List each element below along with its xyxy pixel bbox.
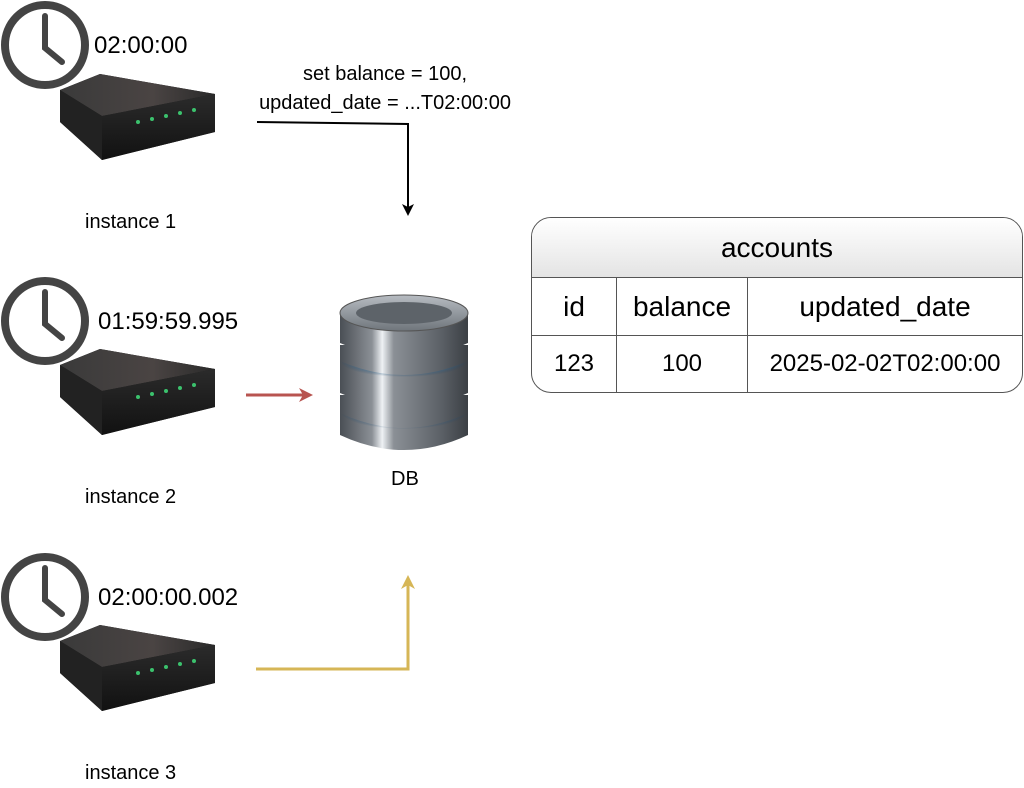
table-row: 123 100 2025-02-02T02:00:00 <box>532 336 1022 392</box>
instance-1-label: instance 1 <box>85 211 177 233</box>
edge-label-line-2: updated_date = ...T02:00:00 <box>259 92 511 114</box>
update-arrow-instance-3 <box>256 575 415 671</box>
table-header-row: id balance updated_date <box>532 278 1022 336</box>
clock-icon <box>1 277 89 365</box>
cell-updated-date: 2025-02-02T02:00:00 <box>769 350 1001 377</box>
table-title: accounts <box>532 218 1022 278</box>
edge-label-line-1: set balance = 100, <box>302 63 467 85</box>
instance-3-label: instance 3 <box>85 762 177 784</box>
instance-2-time: 01:59:59.995 <box>98 308 239 335</box>
router-icon <box>60 74 215 160</box>
clock-icon <box>1 1 89 89</box>
edge-label: set balance = 100, updated_date = ...T02… <box>230 60 540 118</box>
router-icon <box>60 349 215 435</box>
column-header-balance: balance <box>617 278 748 335</box>
instance-1-time: 02:00:00 <box>94 32 188 59</box>
column-header-id: id <box>532 278 617 335</box>
database-icon <box>339 294 469 450</box>
instance-3-time: 02:00:00.002 <box>98 584 239 611</box>
column-header-updated-date: updated_date <box>799 290 971 322</box>
cell-id: 123 <box>532 336 617 392</box>
clock-icon <box>1 553 89 641</box>
db-label: DB <box>391 468 419 490</box>
update-arrow-instance-1 <box>256 121 414 216</box>
cell-balance: 100 <box>617 336 748 392</box>
accounts-table: accounts id balance updated_date 123 100… <box>531 217 1023 393</box>
router-icon <box>60 625 215 711</box>
instance-2-label: instance 2 <box>85 486 177 508</box>
